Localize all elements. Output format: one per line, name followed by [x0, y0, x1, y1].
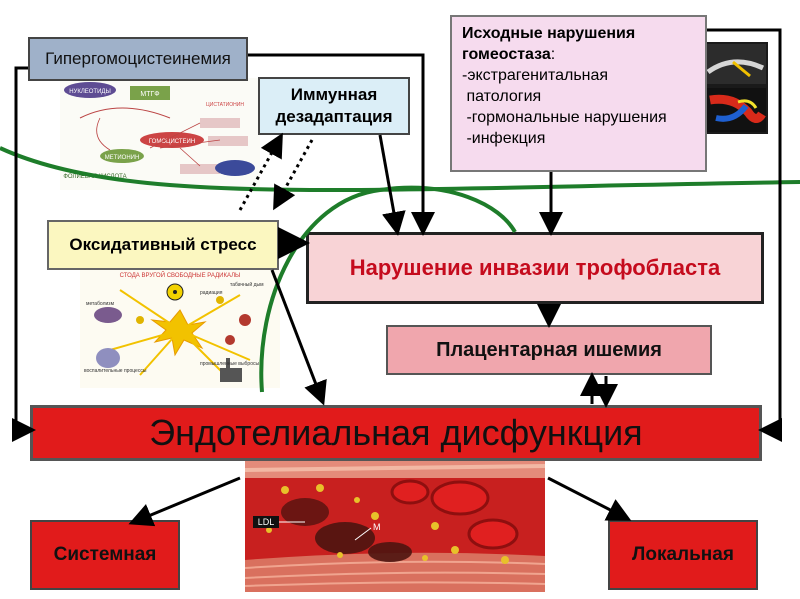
trophoblast-invasion-label: Нарушение инвазии трофобласта: [349, 255, 721, 280]
radicals-label-metabolism: метаболизм: [86, 301, 115, 307]
homocysteine-pathway-illustration: НУКЛЕОТИДЫ МТГФ ГОМОЦИСТЕИН МЕТИОНИН ФОЛ…: [60, 78, 260, 190]
arrow-hyper-to-endo: [12, 66, 36, 442]
initial-item-extragenital: -экстрагенитальная: [462, 67, 609, 84]
arrow-immune-to-invasion: [378, 134, 406, 236]
immune-disadaptation-box: Иммунная дезадаптация: [258, 77, 410, 135]
arrow-hyper-to-invasion: [248, 53, 435, 236]
dotted-arrow-down: [273, 139, 314, 211]
immune-label-line1: Иммунная: [290, 85, 378, 104]
hyperhomocysteinemia-label: Гипергомоцистеинемия: [45, 49, 231, 68]
initial-title-line1: Исходные нарушения: [462, 25, 636, 42]
pathway-label-cystathionine: ЦИСТАТИОНИН: [206, 102, 244, 108]
arrow-initial-to-endo: [707, 28, 782, 442]
vessel-label-ldl: LDL: [258, 517, 275, 527]
local-label: Локальная: [632, 544, 734, 565]
initial-homeostasis-disorders-box: Исходные нарушения гомеостаза: -экстраге…: [450, 15, 707, 172]
endothelial-dysfunction-label: Эндотелиальная дисфункция: [149, 412, 643, 453]
initial-title-line2: гомеостаза: [462, 46, 551, 63]
arrow-endo-to-local: [547, 476, 632, 521]
arrow-oxidative-to-endo: [270, 269, 327, 406]
radicals-label-emissions: промышленные выбросы: [200, 361, 259, 367]
vessel-label-m: M: [373, 522, 381, 532]
immune-label-line2: дезадаптация: [275, 107, 393, 126]
pathway-label-mthf: МТГФ: [140, 91, 159, 98]
pathway-label-homocysteine: ГОМОЦИСТЕИН: [149, 139, 195, 145]
systemic-label: Системная: [53, 544, 157, 565]
radicals-label-smoke: табачный дым: [230, 281, 264, 288]
hyperhomocysteinemia-box: Гипергомоцистеинемия: [28, 37, 248, 81]
initial-item-infection: -инфекция: [462, 130, 546, 147]
initial-item-pathology: патология: [462, 88, 542, 105]
trophoblast-invasion-box: Нарушение инвазии трофобласта: [306, 232, 764, 304]
endothelial-dysfunction-box: Эндотелиальная дисфункция: [30, 405, 762, 461]
radicals-label-radiation: радиация: [200, 290, 223, 296]
green-curve-horizontal: [0, 146, 800, 193]
free-radicals-illustration: СТОДА ВРУГОЙ СВОБОДНЫЕ РАДИКАЛЫ радиация…: [80, 270, 280, 388]
pathway-label-methionine: МЕТИОНИН: [105, 155, 140, 161]
pathway-label-nucleotides: НУКЛЕОТИДЫ: [69, 89, 111, 95]
placental-ischemia-label: Плацентарная ишемия: [436, 338, 662, 361]
local-box: Локальная: [608, 520, 758, 590]
dotted-arrow-up: [238, 132, 283, 211]
oxidative-stress-label: Оксидативный стресс: [69, 235, 257, 254]
radicals-label-inflammation: воспалительные процессы: [84, 368, 147, 374]
oxidative-stress-box: Оксидативный стресс: [47, 220, 279, 270]
green-curve-arc: [259, 185, 517, 393]
blood-vessel-illustration: LDL M: [245, 460, 545, 592]
arrow-endo-to-systemic: [128, 476, 241, 527]
radicals-title: СТОДА ВРУГОЙ СВОБОДНЫЕ РАДИКАЛЫ: [120, 271, 241, 279]
initial-item-hormonal: -гормональные нарушения: [462, 109, 667, 126]
systemic-box: Системная: [30, 520, 180, 590]
initial-title-suffix: :: [550, 46, 556, 63]
